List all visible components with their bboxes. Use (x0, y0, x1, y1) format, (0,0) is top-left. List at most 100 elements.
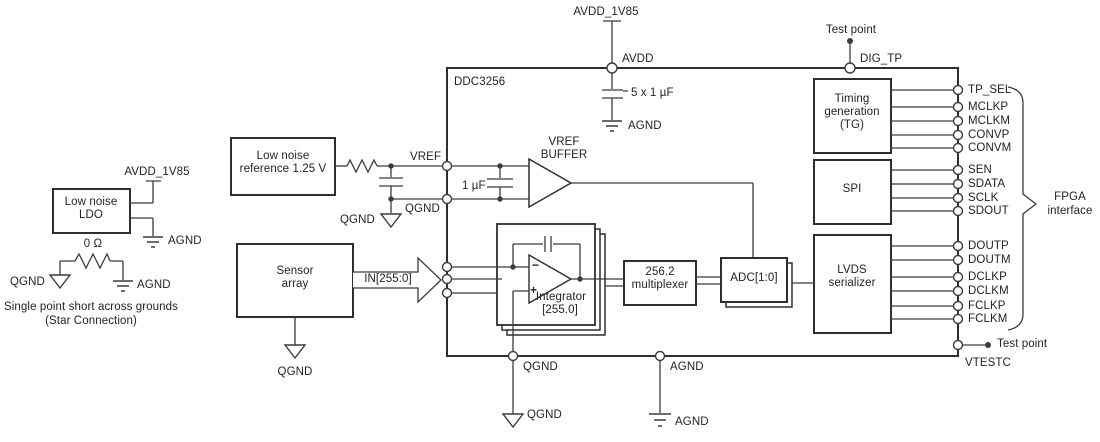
low-noise-ldo-box (52, 188, 131, 234)
qgnd-symbol-sensor (283, 344, 307, 360)
pin-doutp (952, 240, 964, 252)
wire-feedback (512, 236, 581, 279)
dig-tp-label: DIG_TP (860, 53, 903, 65)
pin-tp-sel (952, 84, 964, 96)
wire-mux-adc (696, 276, 721, 285)
tg-label-line3: (TG) (839, 119, 865, 131)
opamp-plus-label: + (530, 283, 538, 297)
pin-fclkp (952, 300, 964, 312)
pin-label-convm: CONVM (968, 142, 1012, 154)
low-noise-reference-box (230, 137, 336, 196)
pin-dclkp (952, 271, 964, 283)
agnd-symbol-star (113, 280, 133, 292)
resistor-ref (346, 158, 378, 174)
pin-label-sclk: SCLK (968, 192, 999, 204)
bottom-qgnd-pin-label: QGND (523, 361, 558, 373)
tg-label-line1: Timing (834, 93, 870, 105)
test-point-dot-top (847, 38, 853, 44)
chip-name: DDC3256 (454, 76, 506, 88)
pin-label-fclkm: FCLKM (968, 313, 1008, 325)
sensor-box-line2: array (281, 278, 309, 290)
wire-plus-to-qgnd (512, 290, 529, 351)
pin-label-sen: SEN (968, 164, 992, 176)
spi-label: SPI (842, 183, 862, 195)
bus-label: IN[255:0] (364, 273, 412, 285)
star-caption-line2: (Star Connection) (45, 315, 137, 327)
wire-ldo-agnd (130, 217, 154, 236)
pin-sclk (952, 192, 964, 204)
multiplexer-box (623, 260, 697, 306)
vref-buffer-triangle (528, 157, 573, 209)
pin-in-2 (441, 273, 453, 285)
ldo-rail-label: AVDD_1V85 (124, 166, 190, 178)
pin-agnd-bottom (654, 350, 666, 362)
pin-mclkm (952, 115, 964, 127)
bus-arrow-in255 (353, 256, 442, 304)
qgnd-symbol-bottom (501, 413, 525, 429)
star-caption-line1: Single point short across grounds (4, 301, 178, 313)
avdd-rail-label: AVDD_1V85 (573, 6, 639, 18)
lvds-label-line2: serializer (828, 277, 876, 289)
pin-doutm (952, 254, 964, 266)
mux-label-line2: multiplexer (631, 279, 689, 291)
pin-qgnd-bottom (507, 350, 519, 362)
buffer-cap-label: 1 µF (462, 180, 486, 192)
pin-in-3 (441, 287, 453, 299)
sensor-qgnd-label: QGND (277, 366, 313, 378)
qgnd-symbol-ref (379, 213, 403, 229)
wire-ldo-rail (130, 180, 161, 204)
test-point-bottom-label: Test point (997, 338, 1048, 350)
wire-avdd-rail (603, 20, 621, 89)
star-agnd-label: AGND (137, 279, 171, 291)
pin-sen (952, 164, 964, 176)
pin-dclkm (952, 285, 964, 297)
pin-label-doutp: DOUTP (968, 240, 1009, 252)
agnd-symbol-bottom (649, 413, 671, 427)
lvds-serializer-box (813, 234, 892, 334)
opamp-minus-label: − (532, 258, 540, 272)
vref-buffer-line2: BUFFER (540, 149, 588, 161)
pin-sdout (952, 205, 964, 217)
test-point-top-label: Test point (825, 24, 877, 36)
wire-avdd-decoupling (602, 89, 628, 120)
fpga-label-line2: interface (1047, 205, 1093, 217)
vref-pin-label: VREF (410, 151, 442, 163)
pin-label-fclkp: FCLKP (968, 300, 1006, 312)
pin-fclkm (952, 313, 964, 325)
qgnd-symbol-star (48, 274, 72, 290)
resistor-star (74, 252, 111, 270)
pin-avdd (606, 62, 618, 74)
pin-qgnd-left (441, 193, 453, 205)
pin-dig-tp (844, 62, 856, 74)
pin-convm (952, 142, 964, 154)
integrator-label-line1: Integrator (535, 291, 587, 303)
ldo-box-line1: Low noise (64, 196, 118, 208)
integrator-opamp-triangle (528, 253, 573, 305)
agnd-symbol-ldo (143, 236, 163, 248)
bottom-qgnd-symbol-label: QGND (527, 409, 562, 421)
reference-box-line2: reference 1.25 V (239, 163, 327, 175)
pin-label-mclkp: MCLKP (968, 101, 1009, 113)
pin-sdata (952, 178, 964, 190)
test-point-dot-bottom (985, 342, 991, 348)
decoupling-cap-label: 5 x 1 µF (631, 87, 674, 99)
agnd-symbol-decoupling (602, 120, 622, 132)
fpga-label-line1: FPGA (1054, 191, 1086, 203)
bottom-agnd-symbol-label: AGND (675, 416, 709, 428)
decoupling-agnd-label: AGND (628, 120, 662, 132)
pin-label-dclkp: DCLKP (968, 271, 1007, 283)
pin-vtestc (952, 339, 964, 351)
pin-in-1 (441, 261, 453, 273)
pin-label-convp: CONVP (968, 129, 1010, 141)
lvds-label-line1: LVDS (837, 264, 867, 276)
pin-mclkp (952, 101, 964, 113)
cap-1uf (487, 166, 513, 199)
bottom-agnd-pin-label: AGND (670, 361, 704, 373)
reference-box-line1: Low noise (256, 150, 310, 162)
timing-generation-box (813, 78, 892, 154)
ground-symbols (48, 120, 671, 429)
pin-vref (441, 160, 453, 172)
junction-dots (388, 38, 991, 348)
ldo-agnd-label: AGND (168, 235, 202, 247)
